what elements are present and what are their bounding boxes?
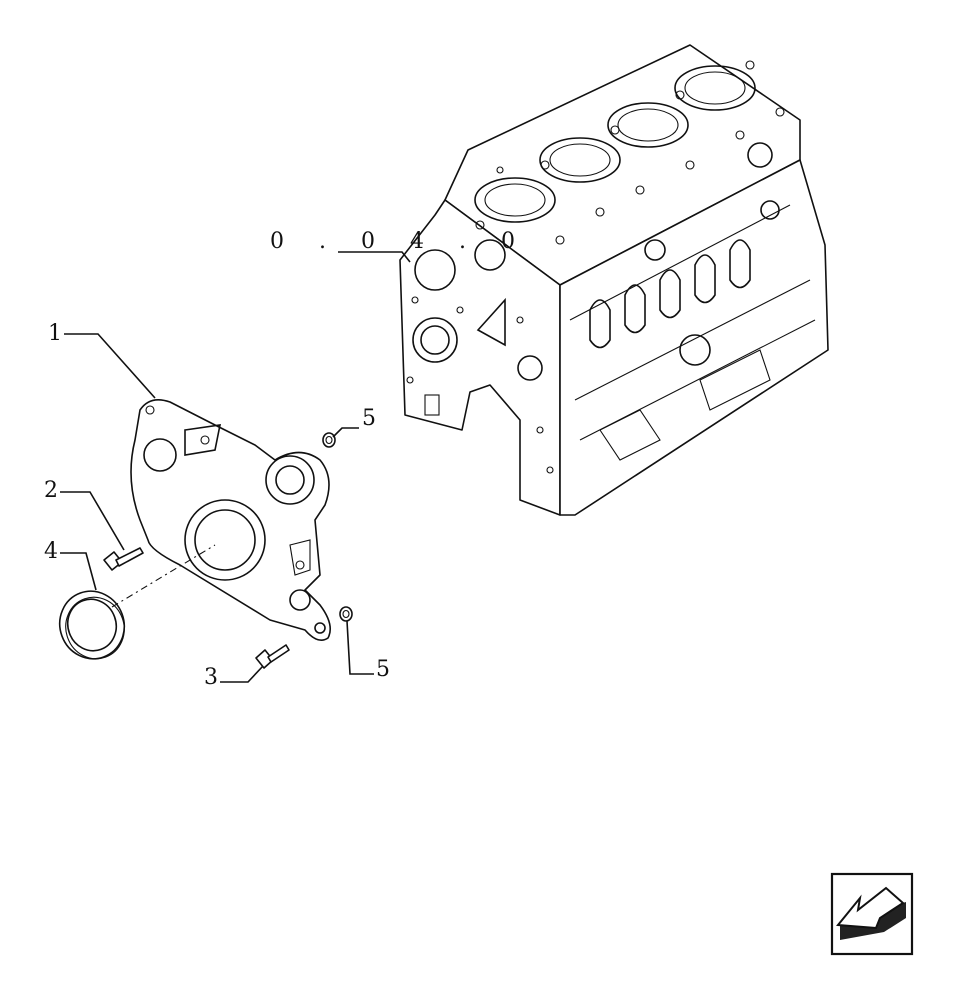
reference-label: 0 . 0 4 . 0 [270, 229, 529, 263]
callout-2-label: 2 [44, 478, 58, 503]
bolt [255, 644, 290, 669]
timing-cover [130, 399, 331, 641]
dowel-bushing [339, 606, 353, 622]
callout-5b: 5 [346, 620, 390, 682]
callout-5b-label: 5 [376, 657, 390, 682]
callout-3-label: 3 [204, 665, 218, 690]
callout-5a: 5 [332, 406, 376, 438]
callout-1: 1 [48, 321, 156, 399]
callout-5a-label: 5 [362, 406, 376, 431]
seal-ring [58, 590, 126, 660]
bolt [103, 547, 144, 571]
callout-1-label: 1 [48, 321, 62, 346]
callout-2: 2 [44, 478, 125, 551]
previous-page-arrow-icon[interactable] [830, 872, 914, 956]
callout-3: 3 [204, 665, 264, 690]
callout-4-label: 4 [44, 539, 58, 564]
reference-code-text: 0 . 0 4 . 0 [270, 229, 529, 254]
dowel-bushing [322, 432, 336, 448]
callout-4: 4 [44, 539, 97, 591]
engine-block [399, 44, 829, 516]
